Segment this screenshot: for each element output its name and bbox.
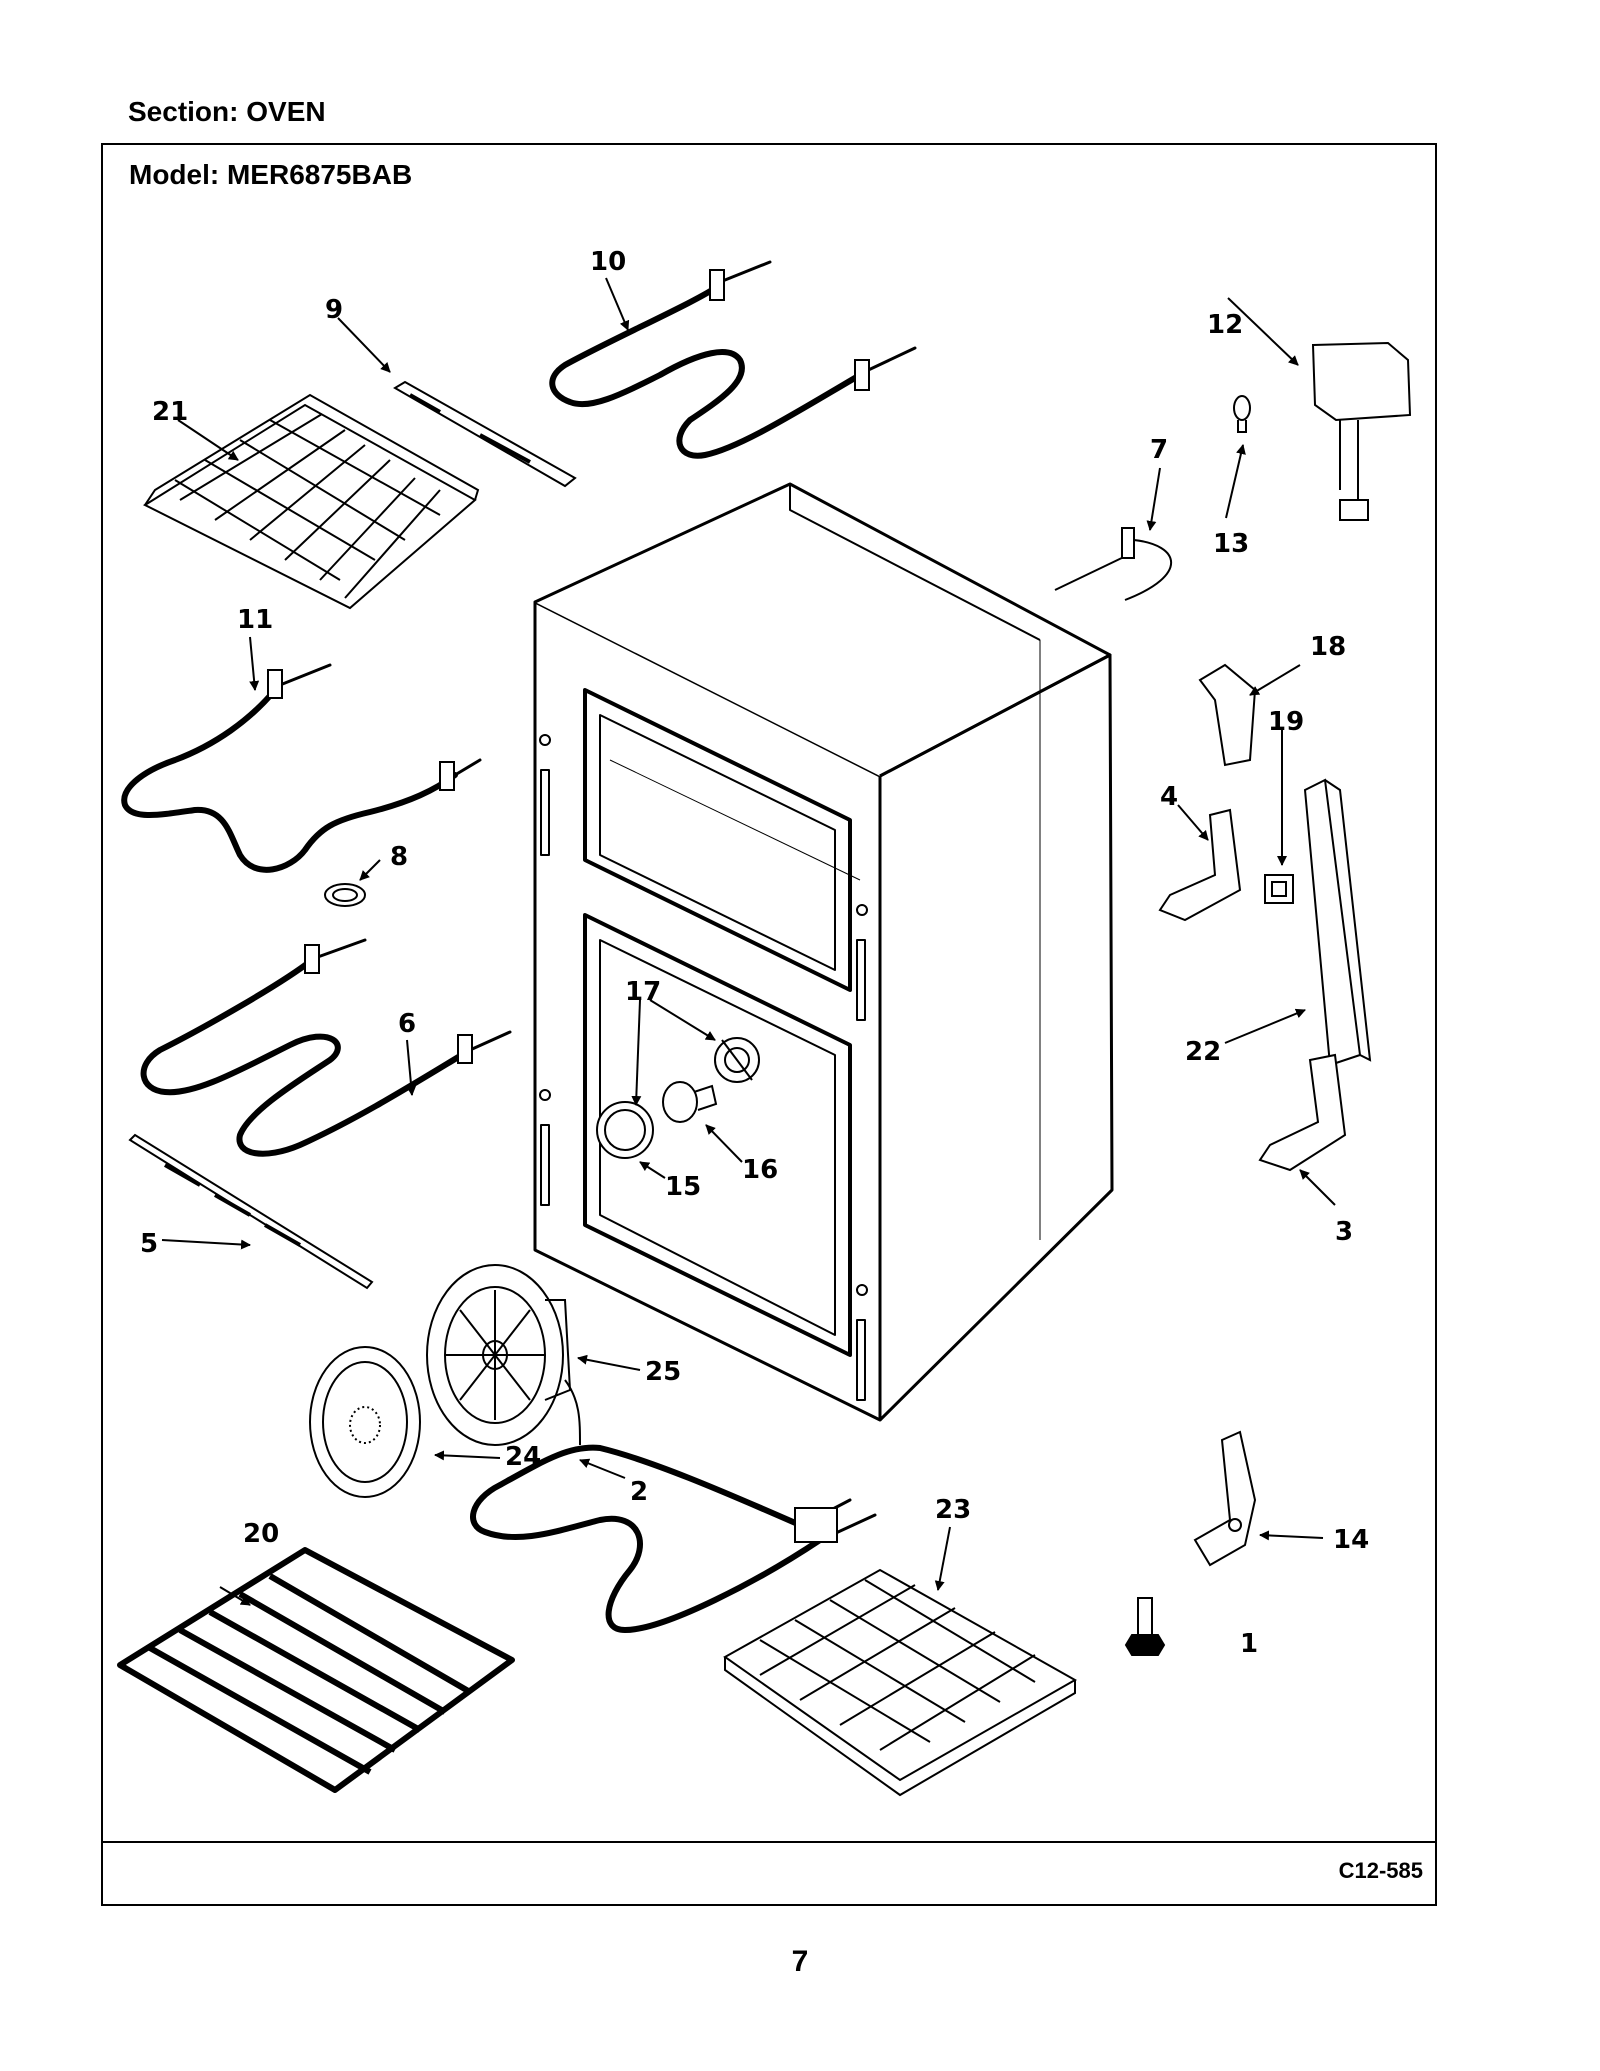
oven-rack-upper (142, 393, 480, 610)
duct-elbow-upper (1158, 808, 1242, 922)
model-title: Model: MER6875BAB (129, 159, 413, 190)
part-label-3: 3 (1335, 1217, 1353, 1247)
part-label-13: 13 (1213, 529, 1249, 559)
bake-element-left (121, 663, 482, 873)
page-number: 7 (791, 1945, 809, 1978)
leveling-leg (1124, 1597, 1166, 1656)
leader-lines (161, 277, 1336, 1645)
part-label-10: 10 (590, 247, 626, 277)
diagram-frame: Model: MER6875BAB C12-585 (101, 143, 1437, 1906)
part-label-15: 15 (665, 1172, 701, 1202)
vent-gasket (1264, 874, 1294, 904)
oven-cavity (533, 482, 1114, 1422)
grommet (324, 883, 366, 907)
section-title: Section: OVEN (128, 96, 326, 127)
oven-sensor-probe (1054, 527, 1172, 601)
bake-element-bottom (470, 1444, 877, 1634)
part-label-20: 20 (243, 1519, 279, 1549)
part-label-16: 16 (742, 1155, 778, 1185)
part-label-6: 6 (398, 1009, 416, 1039)
broil-rack-heavy (117, 1547, 515, 1793)
part-label-18: 18 (1310, 632, 1346, 662)
convection-fan-motor (426, 1264, 581, 1446)
footer-divider (103, 1841, 1435, 1843)
part-label-17: 17 (625, 977, 661, 1007)
duct-elbow-lower (1258, 1053, 1347, 1172)
sensor-bulb (1233, 395, 1251, 433)
part-label-22: 22 (1185, 1037, 1221, 1067)
part-label-11: 11 (237, 605, 273, 635)
part-label-4: 4 (1160, 782, 1178, 812)
part-label-23: 23 (935, 1495, 971, 1525)
oven-light-assembly (596, 1037, 760, 1159)
part-label-21: 21 (152, 397, 188, 427)
convection-element (140, 938, 512, 1157)
diagram-code: C12-585 (1338, 1858, 1423, 1883)
part-label-12: 12 (1207, 310, 1243, 340)
part-label-24: 24 (505, 1442, 541, 1472)
oven-rack-lower (723, 1568, 1078, 1797)
part-label-9: 9 (325, 295, 343, 325)
leg-bracket (1193, 1430, 1257, 1567)
part-label-8: 8 (390, 842, 408, 872)
part-label-25: 25 (645, 1357, 681, 1387)
part-label-7: 7 (1150, 435, 1168, 465)
part-labels: 1 2 3 4 5 6 7 8 9 10 11 12 13 14 15 16 1… (140, 247, 1369, 1659)
vent-duct (1303, 778, 1372, 1067)
broil-element (549, 260, 917, 459)
part-label-14: 14 (1333, 1525, 1369, 1555)
part-label-2: 2 (630, 1477, 648, 1507)
vent-cover (1198, 663, 1257, 767)
vent-strip (128, 1133, 374, 1290)
control-box (1311, 341, 1412, 521)
fan-cover (309, 1346, 421, 1498)
part-label-19: 19 (1268, 707, 1304, 737)
bracket-strip (393, 380, 577, 488)
part-label-1: 1 (1240, 1629, 1258, 1659)
part-label-5: 5 (140, 1229, 158, 1259)
